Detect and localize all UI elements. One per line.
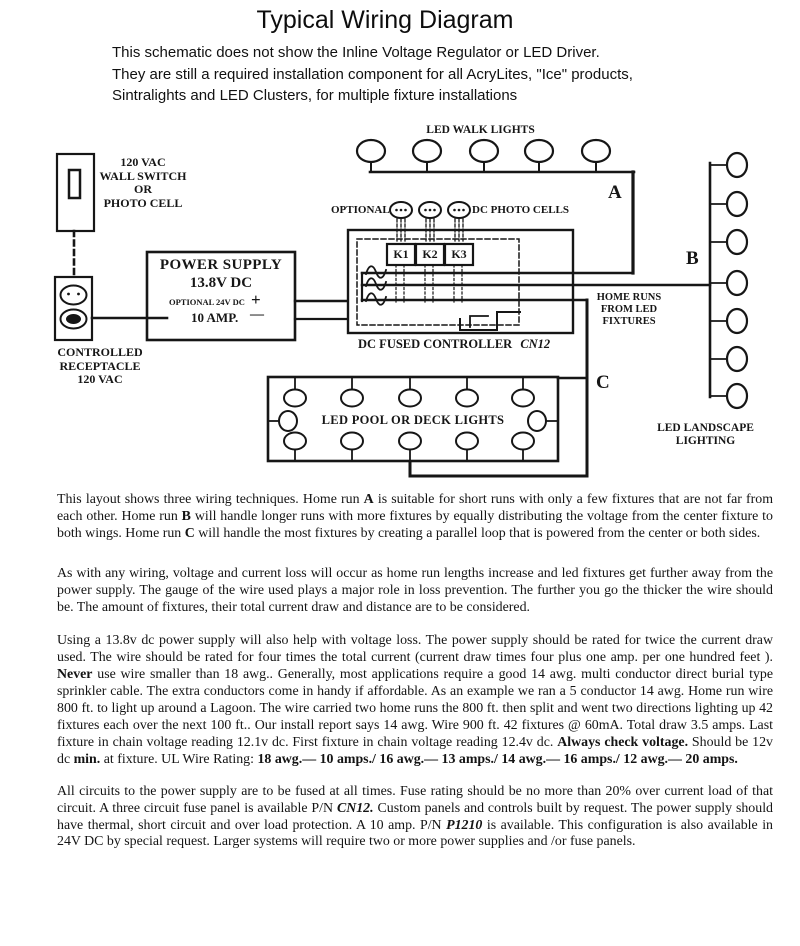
home-run-c-wire <box>408 298 589 478</box>
power-supply-box <box>145 250 297 342</box>
led-fixture-icon <box>725 190 749 218</box>
page-title: Typical Wiring Diagram <box>256 6 514 34</box>
led-fixture-icon <box>725 269 749 297</box>
led-fixture-icon <box>511 431 535 451</box>
led-fixture-icon <box>527 410 547 432</box>
controller-label: DC FUSED CONTROLLER CN12 <box>358 337 550 352</box>
photocell-icons <box>389 201 471 242</box>
fuse-icon <box>364 265 388 279</box>
led-pool-deck-lights <box>266 298 589 478</box>
led-fixture-icon <box>455 388 479 408</box>
paragraph-fusing: All circuits to the power supply are to … <box>57 783 774 850</box>
led-fixture-icon <box>411 138 443 164</box>
home-run-b-label: B <box>686 248 699 269</box>
fuse-icon <box>364 277 388 291</box>
power-supply-labels: POWER SUPPLY 13.8V DC OPTIONAL 24V DC + … <box>147 252 295 340</box>
photocells-optional-label: OPTIONAL <box>331 204 390 216</box>
led-fixture-icon <box>511 388 535 408</box>
led-fixture-icon <box>580 138 612 164</box>
power-supply-voltage: 13.8V DC <box>189 275 253 291</box>
led-fixture-icon <box>725 307 749 335</box>
return-wire-bundle <box>459 311 521 331</box>
controller-label-text: DC FUSED CONTROLLER <box>358 337 513 351</box>
relay-k3-box <box>443 242 475 267</box>
led-fixture-icon <box>283 431 307 451</box>
minus-terminal-label: — <box>250 307 264 322</box>
led-fixture-icon <box>725 382 749 410</box>
led-fixture-icon <box>523 138 555 164</box>
led-fixture-icon <box>725 151 749 179</box>
photocell-icon <box>389 201 413 242</box>
receptacle-icon <box>53 275 94 342</box>
led-fixture-icon <box>398 431 422 451</box>
controller-part-number: CN12 <box>520 337 551 351</box>
led-walk-lights <box>355 138 636 275</box>
photocell-icon <box>418 201 442 242</box>
led-fixture-icon <box>725 228 749 256</box>
paragraph-voltage-loss: As with any wiring, voltage and current … <box>57 565 773 615</box>
power-supply-optional: OPTIONAL 24V DC <box>169 297 245 307</box>
led-fixture-icon <box>398 388 422 408</box>
dc-fused-controller-box <box>346 228 712 335</box>
return-wire-bundle <box>469 315 489 328</box>
paragraph-wiring-techniques: This layout shows three wiring technique… <box>57 492 773 541</box>
wall-switch-icon <box>55 152 96 233</box>
wiring-diagram-graphics <box>53 138 749 478</box>
body-text: This layout shows three wiring technique… <box>57 492 773 851</box>
walk-lights-label: LED WALK LIGHTS <box>426 124 535 136</box>
subtitle: This schematic does not show the Inline … <box>112 44 633 104</box>
led-fixture-icon <box>725 345 749 373</box>
fuse-icon <box>364 292 388 306</box>
home-run-a-label: A <box>608 182 622 203</box>
power-supply-name: POWER SUPPLY <box>159 257 283 273</box>
pool-deck-lights-label: LED POOL OR DECK LIGHTS <box>321 413 505 427</box>
led-fixture-icon <box>278 410 298 432</box>
led-fixture-icon <box>340 388 364 408</box>
led-landscape-lighting <box>708 151 749 410</box>
led-fixture-icon <box>283 388 307 408</box>
led-fixture-icon <box>468 138 500 164</box>
led-fixture-icon <box>455 431 479 451</box>
led-fixture-icon <box>355 138 387 164</box>
relay-k1-label: K1 <box>393 247 409 261</box>
photocell-icon <box>447 201 471 242</box>
home-run-c-label: C <box>596 372 610 393</box>
power-supply-amperage: 10 AMP. <box>191 310 239 325</box>
relay-k2-label: K2 <box>422 247 438 261</box>
paragraph-wire-sizing: Using a 13.8v dc power supply will also … <box>57 633 773 767</box>
relay-k3-label: K3 <box>451 247 467 261</box>
photocells-label: DC PHOTO CELLS <box>472 204 569 216</box>
plus-terminal-label: + <box>251 290 261 309</box>
led-fixture-icon <box>340 431 364 451</box>
